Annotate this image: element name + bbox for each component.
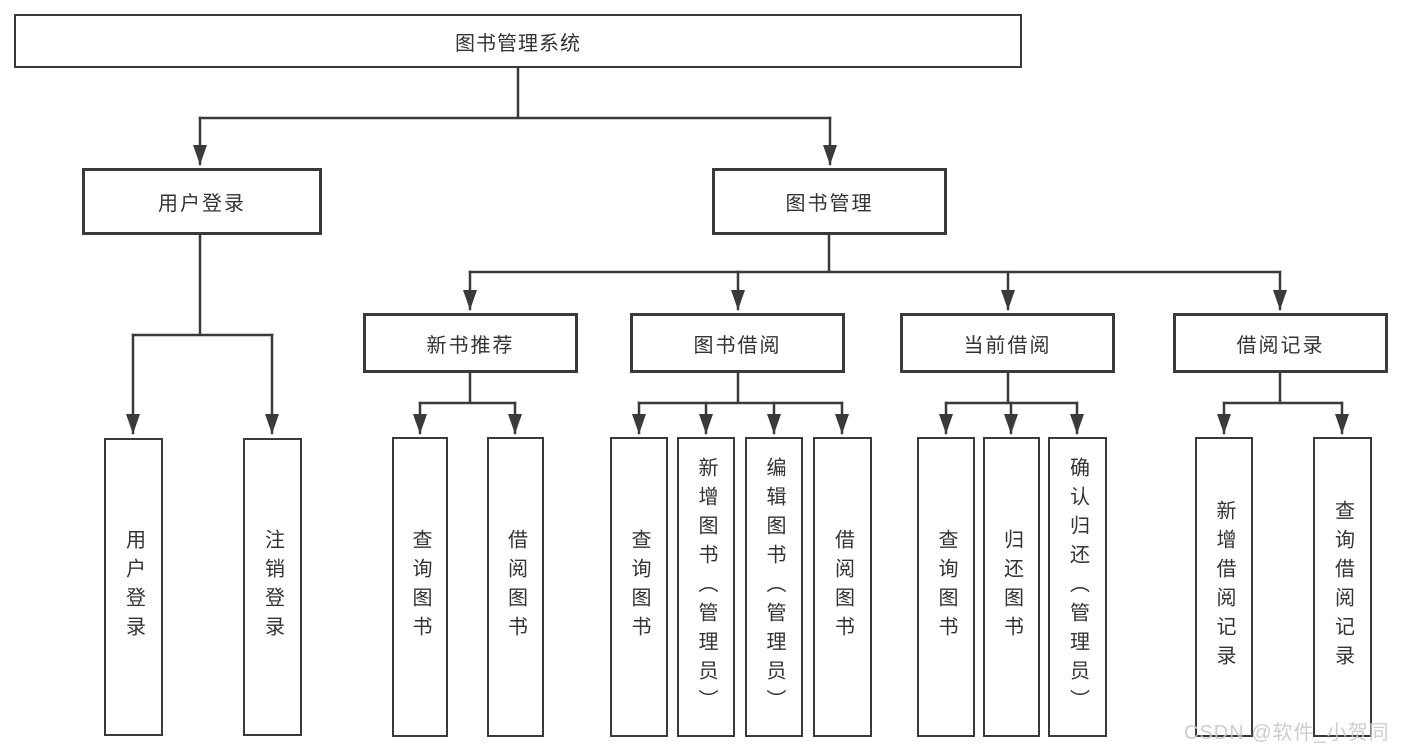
- leaf-bb-query-books-label: 查询图书: [628, 529, 650, 645]
- leaf-nb-borrow-books-label: 借阅图书: [504, 529, 527, 645]
- leaf-bb-add-books-admin-label: 新增图书（管理员）: [695, 456, 717, 718]
- leaf-bb-query-books: 查询图书: [610, 437, 668, 737]
- leaf-user-login: 用户登录: [104, 438, 163, 736]
- node-new-book-recommend: 新书推荐: [363, 313, 578, 373]
- leaf-nb-query-books-label: 查询图书: [409, 529, 431, 645]
- connector-current-borrow-trunk: [944, 371, 1079, 405]
- node-book-borrow: 图书借阅: [630, 313, 845, 373]
- leaf-cb-confirm-return-admin: 确认归还（管理员）: [1048, 437, 1107, 737]
- leaf-br-query-record: 查询借阅记录: [1313, 437, 1372, 737]
- leaf-nb-query-books: 查询图书: [392, 437, 448, 737]
- leaf-logout: 注销登录: [243, 438, 302, 736]
- leaf-cb-return-books: 归还图书: [983, 437, 1040, 737]
- connector-root-trunk: [198, 66, 832, 120]
- connector-user-login-trunk: [131, 233, 274, 337]
- connector-book-borrow-trunk: [637, 371, 844, 405]
- leaf-cb-query-books: 查询图书: [917, 437, 975, 737]
- leaf-br-add-record: 新增借阅记录: [1195, 437, 1253, 737]
- leaf-nb-borrow-books: 借阅图书: [487, 437, 544, 737]
- node-user-login: 用户登录: [82, 168, 322, 235]
- leaf-bb-add-books-admin: 新增图书（管理员）: [677, 437, 735, 737]
- leaf-br-query-record-label: 查询借阅记录: [1331, 500, 1354, 674]
- leaf-bb-edit-books-admin: 编辑图书（管理员）: [745, 437, 803, 737]
- node-book-management: 图书管理: [712, 168, 947, 235]
- leaf-user-login-label: 用户登录: [122, 529, 145, 645]
- node-borrow-records: 借阅记录: [1173, 313, 1388, 373]
- node-current-borrow: 当前借阅: [900, 313, 1115, 373]
- node-root-system: 图书管理系统: [14, 14, 1022, 68]
- connector-new-book-trunk: [418, 371, 517, 405]
- leaf-cb-return-books-label: 归还图书: [1000, 529, 1023, 645]
- leaf-cb-query-books-label: 查询图书: [935, 529, 957, 645]
- leaf-br-add-record-label: 新增借阅记录: [1213, 500, 1235, 674]
- csdn-watermark: CSDN @软件_小贺同学: [1184, 722, 1390, 744]
- leaf-cb-confirm-return-admin-label: 确认归还（管理员）: [1066, 456, 1089, 718]
- leaf-bb-borrow-books-label: 借阅图书: [831, 529, 854, 645]
- connector-book-management-trunk: [468, 233, 1282, 274]
- leaf-bb-borrow-books: 借阅图书: [813, 437, 872, 737]
- leaf-logout-label: 注销登录: [261, 529, 284, 645]
- connector-borrow-records-trunk: [1222, 371, 1344, 405]
- leaf-bb-edit-books-admin-label: 编辑图书（管理员）: [763, 456, 785, 718]
